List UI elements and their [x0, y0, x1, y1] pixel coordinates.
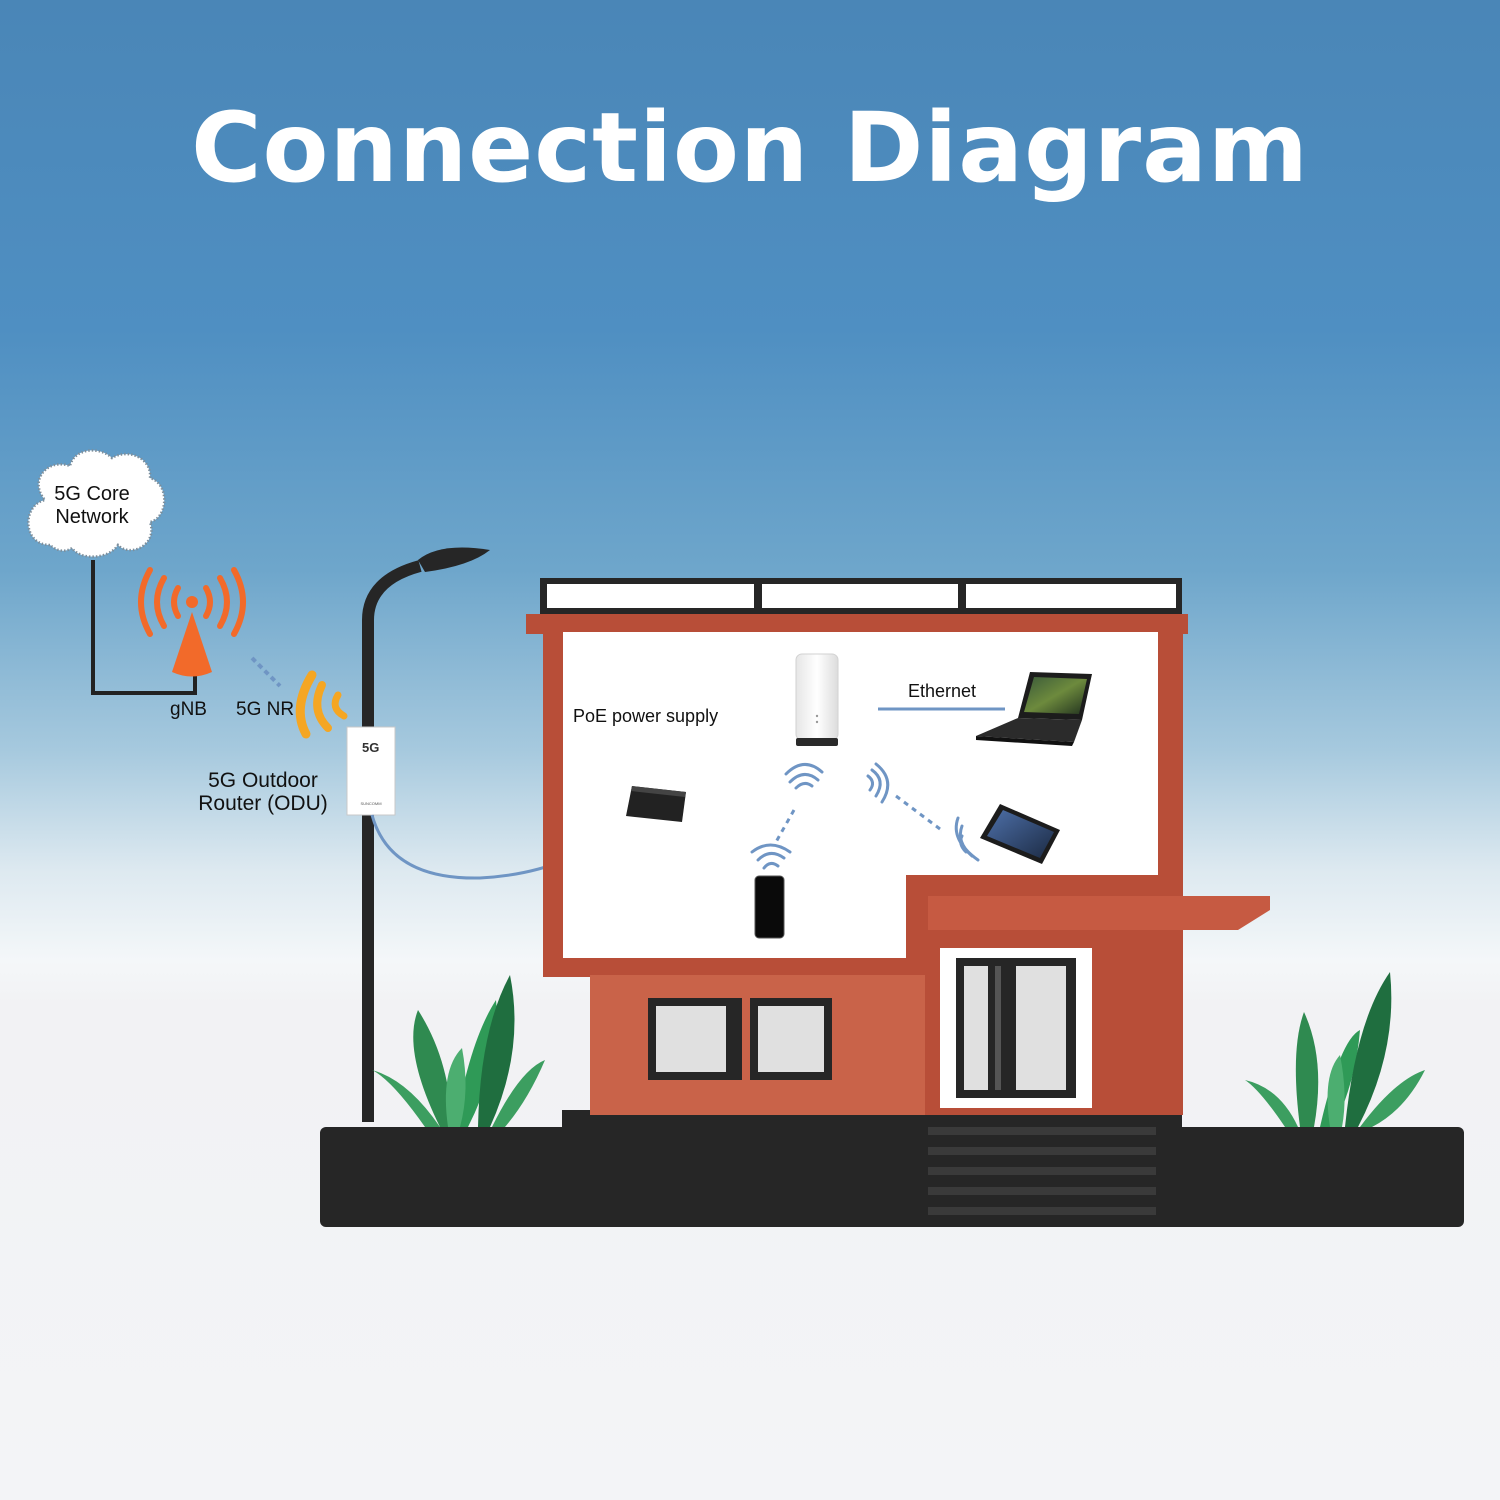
ethernet-label: Ethernet [908, 681, 976, 702]
odu-brand-text: SUNCOMM [360, 801, 381, 806]
gnb-label: gNB [170, 699, 207, 721]
core-network-label-line2: Network [42, 506, 142, 529]
ground-platform [320, 1127, 1464, 1227]
nr-label: 5G NR [236, 699, 294, 721]
odu-logo-text: 5G [362, 740, 379, 755]
poe-injector-icon [626, 786, 686, 822]
core-network-label-line1: 5G Core [42, 483, 142, 506]
odu-label-line1: 5G Outdoor [183, 769, 343, 792]
page-title: Connection Diagram [0, 92, 1500, 204]
odu-label-line2: Router (ODU) [183, 792, 343, 815]
poe-label: PoE power supply [573, 706, 718, 727]
indoor-router-icon [796, 654, 838, 746]
smartphone-icon [755, 876, 784, 938]
core-network-label: 5G Core Network [42, 483, 142, 529]
odu-label: 5G Outdoor Router (ODU) [183, 769, 343, 815]
outdoor-router-icon: 5G SUNCOMM [347, 727, 395, 815]
